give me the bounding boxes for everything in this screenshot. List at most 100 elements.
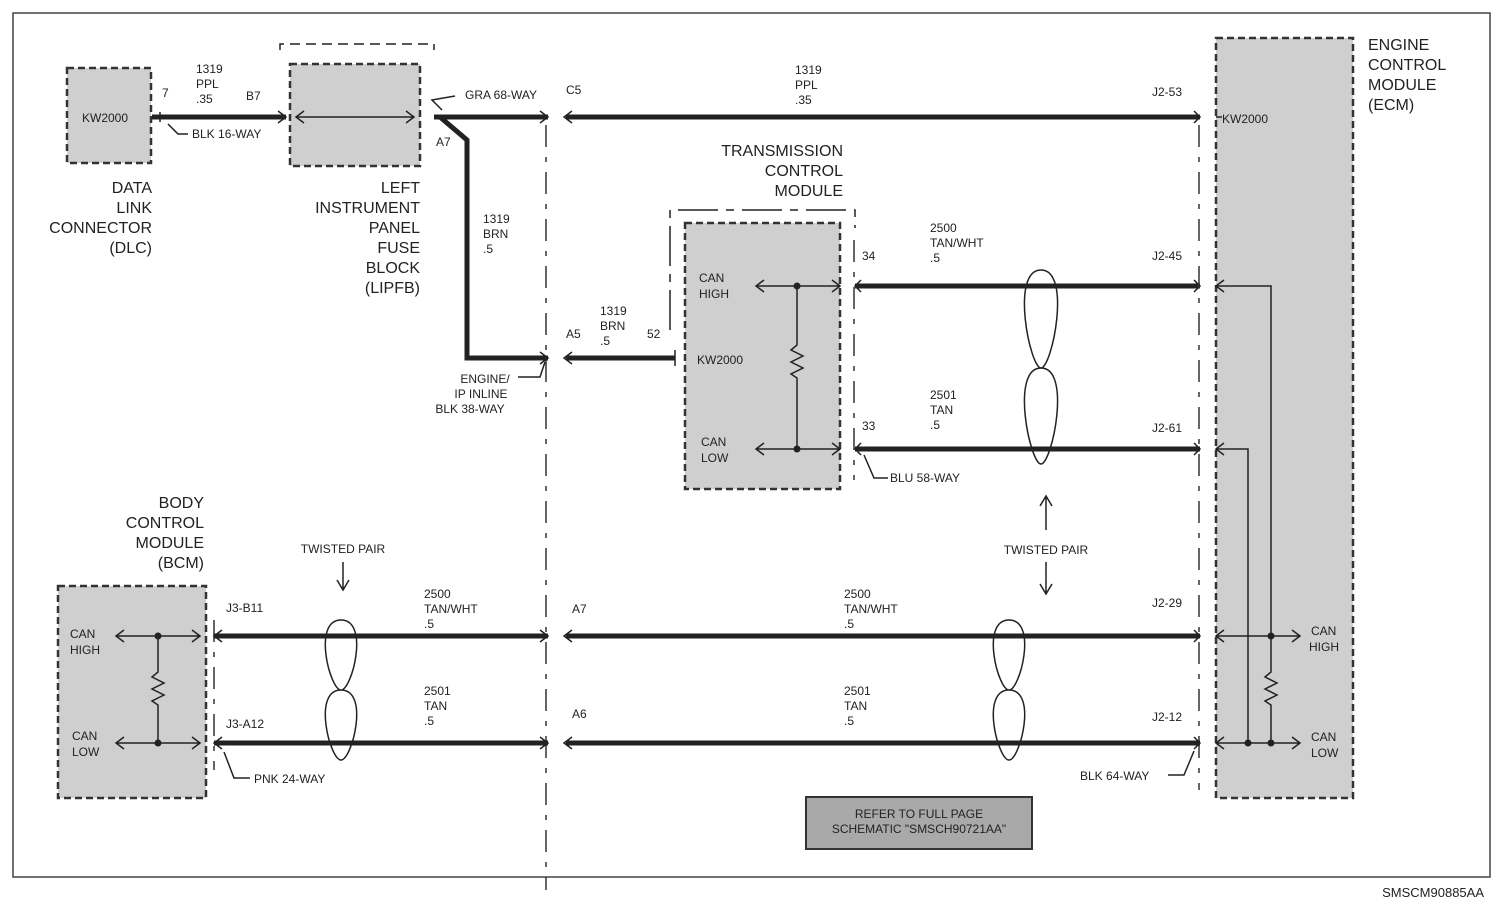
ecm-title-2: CONTROL — [1368, 57, 1446, 74]
tcm-junction-low — [793, 445, 801, 453]
wire-ecm-low-color: TAN — [844, 699, 867, 713]
bcm-junction-low — [154, 739, 162, 747]
bcm-title-2: CONTROL — [126, 515, 204, 532]
tcm-title-2: CONTROL — [765, 163, 843, 180]
ecm-terminating-resistor — [1263, 636, 1279, 743]
twisted-pair-label-right: TWISTED PAIR — [1004, 543, 1089, 557]
tcm-low-ends — [853, 442, 1202, 456]
connector-gra68: GRA 68-WAY — [465, 88, 537, 102]
connector-blk16: BLK 16-WAY — [192, 127, 261, 141]
blk16-leader — [167, 123, 188, 135]
wire-a7-gauge: .5 — [483, 242, 493, 256]
pin-a7: A7 — [572, 602, 587, 616]
wire-tcm-high-gauge: .5 — [930, 251, 940, 265]
wire-a7-color: BRN — [483, 227, 508, 241]
wire-tcm-low-circuit: 2501 — [930, 388, 957, 402]
wire-bcm-low-circuit: 2501 — [424, 684, 451, 698]
bcm-twisted-pair-symbol — [324, 619, 358, 761]
wire-c5-gauge: .35 — [795, 93, 812, 107]
pin-a5: A5 — [566, 327, 581, 341]
dlc-title-4: (DLC) — [109, 240, 152, 257]
twisted-pair-arrow-up — [1039, 494, 1053, 530]
pin-j2-29: J2-29 — [1152, 596, 1182, 610]
wire-tcm-high-circuit: 2500 — [930, 221, 957, 235]
bcm-can-high-1: CAN — [70, 627, 95, 641]
pin-j3-b11: J3-B11 — [226, 601, 263, 615]
pin-j2-45: J2-45 — [1152, 249, 1182, 263]
refer-note-box — [805, 796, 1033, 850]
ecm-junction-low-2 — [1244, 739, 1252, 747]
ecm-low-ends — [562, 736, 1202, 750]
frame-border — [12, 12, 1491, 878]
dlc-title-3: CONNECTOR — [49, 220, 152, 237]
pin-a6: A6 — [572, 707, 587, 721]
bcm-title-1: BODY — [159, 495, 205, 512]
wire-a5-circuit: 1319 — [600, 304, 627, 318]
wire-bcm-high-color: TAN/WHT — [424, 602, 478, 616]
bcm-can-low-2: LOW — [72, 745, 100, 759]
tcm-junction-high — [793, 282, 801, 290]
tcm-can-high-1: CAN — [699, 271, 724, 285]
ecm-junction-low — [1267, 739, 1275, 747]
inline-label-2: IP INLINE — [454, 387, 507, 401]
bcm-can-high-2: HIGH — [70, 643, 100, 657]
ecm-can-high-2: HIGH — [1309, 640, 1339, 654]
tcm-twisted-pair-symbol — [1023, 269, 1059, 465]
ecm-can-low-1: CAN — [1311, 730, 1336, 744]
wire-ecm-high-color: TAN/WHT — [844, 602, 898, 616]
lipfb-box — [288, 62, 422, 168]
j2-53-end — [1193, 110, 1202, 124]
pin-lipfb-b7: B7 — [246, 89, 261, 103]
tcm-high-ends — [853, 279, 1202, 293]
wire-ecm-high-gauge: .5 — [844, 617, 854, 631]
wire-bcm-low-color: TAN — [424, 699, 447, 713]
dlc-title-2: LINK — [116, 200, 152, 217]
pnk24-leader — [223, 751, 250, 779]
dlc-connector-ends — [159, 110, 288, 124]
connector-pnk24: PNK 24-WAY — [254, 772, 325, 786]
ecm-junction-high — [1267, 632, 1275, 640]
pin-j2-12: J2-12 — [1152, 710, 1182, 724]
wire-a5-color: BRN — [600, 319, 625, 333]
twisted-pair-arrow-left — [336, 562, 350, 592]
ecm-can-low-2: LOW — [1311, 746, 1339, 760]
inline-label-1: ENGINE/ — [460, 372, 510, 386]
inline-leader — [518, 361, 546, 378]
dlc-bus-label: KW2000 — [82, 111, 128, 125]
bcm-title-3: MODULE — [136, 535, 204, 552]
wire-a7-to-inline — [438, 115, 548, 361]
pin-lipfb-a7: A7 — [436, 135, 451, 149]
pin-tcm-33: 33 — [862, 419, 876, 433]
lipfb-title-2: INSTRUMENT — [315, 200, 420, 217]
pin-j2-61: J2-61 — [1152, 421, 1182, 435]
gra68-leader — [430, 95, 456, 111]
tcm-bracket — [669, 209, 856, 330]
tcm-can-high-2: HIGH — [699, 287, 729, 301]
dlc-title-1: DATA — [112, 180, 153, 197]
wire-c5-circuit: 1319 — [795, 63, 822, 77]
ecm-internal-high — [1216, 285, 1272, 636]
ecm-title-4: (ECM) — [1368, 97, 1414, 114]
wire-bcm-low-gauge: .5 — [424, 714, 434, 728]
ecm-internal-ends — [1214, 279, 1225, 456]
ecm-high-ends — [562, 629, 1202, 643]
connector-blk64: BLK 64-WAY — [1080, 769, 1149, 783]
wire-dlc-circuit: 1319 — [196, 62, 223, 76]
twisted-pair-arrow-down — [1039, 562, 1053, 596]
wire-ecm-low-gauge: .5 — [844, 714, 854, 728]
wire-bcm-high-gauge: .5 — [424, 617, 434, 631]
wire-a5-gauge: .5 — [600, 334, 610, 348]
blk64-leader — [1168, 750, 1195, 776]
tcm-can-low-2: LOW — [701, 451, 729, 465]
tcm-title-1: TRANSMISSION — [721, 143, 843, 160]
pin-j2-53: J2-53 — [1152, 85, 1182, 99]
ecm-twisted-pair-symbol — [992, 619, 1026, 761]
ecm-can-high-line — [1214, 629, 1302, 643]
wire-bcm-high-circuit: 2500 — [424, 587, 451, 601]
wire-dlc-color: PPL — [196, 77, 219, 91]
lipfb-title-4: FUSE — [377, 240, 420, 257]
lipfb-internal-link — [294, 110, 416, 124]
ecm-title-1: ENGINE — [1368, 37, 1429, 54]
lipfb-title-3: PANEL — [369, 220, 420, 237]
tcm-title-3: MODULE — [775, 183, 843, 200]
